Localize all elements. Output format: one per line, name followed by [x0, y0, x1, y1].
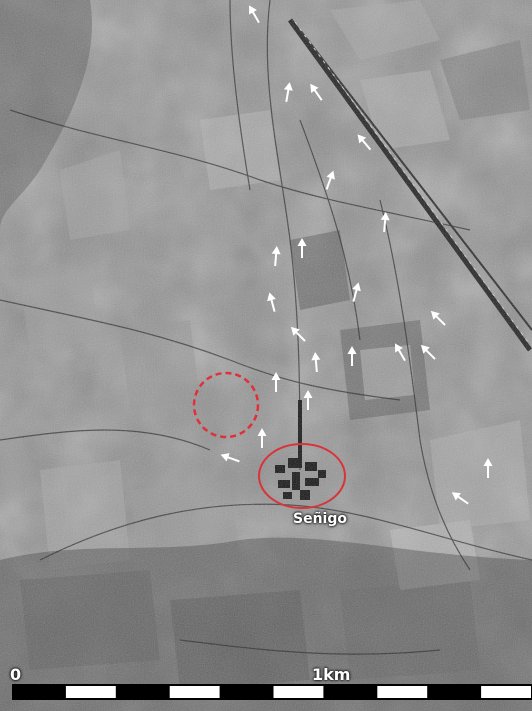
village-highlight-circle [258, 443, 346, 509]
white-arrow-icon [380, 212, 390, 233]
scale-bar-segment [325, 686, 376, 698]
white-arrow-icon [311, 352, 321, 373]
white-arrow-icon [249, 5, 260, 24]
white-arrow-icon [430, 310, 446, 326]
white-arrow-icon [267, 292, 276, 312]
white-arrow-icon [303, 390, 313, 410]
scale-bar-segment [65, 686, 116, 698]
scale-end-label: 1km [312, 665, 351, 684]
white-arrow-icon [283, 82, 293, 103]
white-arrow-icon [257, 428, 267, 448]
place-label: Señigo [293, 511, 347, 527]
white-arrow-icon [271, 372, 281, 392]
white-arrow-icon [290, 326, 306, 342]
scale-bar-segment [273, 686, 324, 698]
white-arrow-icon [310, 83, 323, 101]
white-arrow-icon [347, 346, 357, 366]
white-arrow-icon [420, 344, 436, 360]
white-arrow-icon [395, 343, 406, 362]
white-arrow-icon [352, 282, 361, 302]
scale-bar-segment [117, 686, 168, 698]
white-arrow-icon [220, 453, 240, 463]
scale-bar-segment [377, 686, 428, 698]
dashed-highlight-circle [192, 371, 260, 439]
scale-start-label: 0 [10, 665, 22, 684]
white-arrow-icon [451, 492, 469, 505]
scale-bar-segment [14, 686, 64, 698]
scale-bar-segment [481, 686, 531, 698]
scale-bar-segment [429, 686, 480, 698]
scale-bar-segment [221, 686, 272, 698]
flow-arrows [220, 5, 493, 505]
white-arrow-icon [297, 238, 307, 258]
scale-bar [12, 684, 532, 700]
scale-bar-segment [169, 686, 220, 698]
white-arrow-icon [271, 246, 281, 267]
white-arrow-icon [483, 458, 493, 478]
white-arrow-icon [357, 134, 372, 151]
white-arrow-icon [325, 170, 335, 190]
